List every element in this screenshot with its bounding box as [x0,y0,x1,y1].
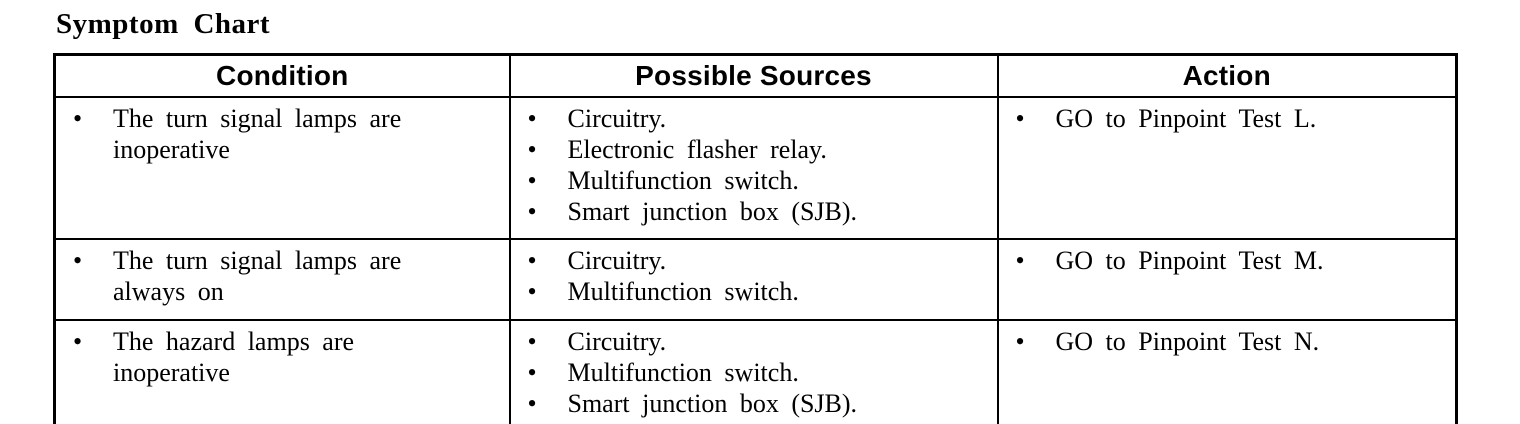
action-text: GO to Pinpoint Test L. [1055,104,1317,133]
bullet-icon: • [527,197,537,226]
header-cell-action: Action [996,53,1458,98]
table-row: • The turn signal lamps are inoperative … [53,96,1458,240]
action-cell: • GO to Pinpoint Test M. [996,238,1458,321]
header-cell-condition: Condition [53,53,511,98]
list-item: • Circuitry. [511,103,993,134]
bullet-icon: • [527,135,537,164]
header-row: Condition Possible Sources Action [53,53,1458,98]
source-text: Multifunction switch. [567,166,799,195]
condition-cell: • The turn signal lamps are inoperative [53,96,511,240]
condition-text: The turn signal lamps are inoperative [113,104,402,164]
action-text: GO to Pinpoint Test N. [1055,327,1320,356]
source-text: Circuitry. [567,104,667,133]
list-item: • The turn signal lamps are inoperative [56,103,505,165]
condition-text: The turn signal lamps are always on [113,246,402,306]
list-item: • Multifunction switch. [511,165,993,196]
list-item: • GO to Pinpoint Test N. [999,326,1452,357]
condition-text: The hazard lamps are inoperative [113,327,355,387]
bullet-icon: • [527,104,537,133]
source-text: Circuitry. [567,246,667,275]
bullet-icon: • [527,389,537,418]
source-text: Smart junction box (SJB). [567,197,858,226]
action-text: GO to Pinpoint Test M. [1055,246,1324,275]
source-text: Multifunction switch. [567,358,799,387]
page-title: Symptom Chart [56,8,271,40]
bullet-icon: • [527,277,537,306]
list-item: • Electronic flasher relay. [511,134,993,165]
source-text: Circuitry. [567,327,667,356]
bullet-icon: • [73,246,83,275]
list-item: • Circuitry. [511,245,993,276]
bullet-icon: • [527,358,537,387]
symptom-chart-table: Condition Possible Sources Action • The … [53,53,1458,424]
header-cell-possible-sources: Possible Sources [508,53,999,98]
action-cell: • GO to Pinpoint Test N. [996,319,1458,424]
list-item: • The hazard lamps are inoperative [56,326,505,388]
table-row: • The hazard lamps are inoperative • Cir… [53,319,1458,424]
bullet-icon: • [1015,327,1025,356]
action-cell: • GO to Pinpoint Test L. [996,96,1458,240]
source-text: Electronic flasher relay. [567,135,827,164]
bullet-icon: • [73,327,83,356]
source-text: Multifunction switch. [567,277,799,306]
table-row: • The turn signal lamps are always on • … [53,238,1458,321]
list-item: • GO to Pinpoint Test M. [999,245,1452,276]
list-item: • Circuitry. [511,326,993,357]
bullet-icon: • [1015,246,1025,275]
bullet-icon: • [73,104,83,133]
sources-cell: • Circuitry. • Electronic flasher relay.… [508,96,999,240]
bullet-icon: • [527,246,537,275]
list-item: • The turn signal lamps are always on [56,245,505,307]
sources-cell: • Circuitry. • Multifunction switch. • S… [508,319,999,424]
list-item: • Smart junction box (SJB). [511,388,993,419]
bullet-icon: • [527,166,537,195]
list-item: • Smart junction box (SJB). [511,196,993,227]
list-item: • GO to Pinpoint Test L. [999,103,1452,134]
sources-cell: • Circuitry. • Multifunction switch. [508,238,999,321]
list-item: • Multifunction switch. [511,276,993,307]
bullet-icon: • [1015,104,1025,133]
condition-cell: • The hazard lamps are inoperative [53,319,511,424]
condition-cell: • The turn signal lamps are always on [53,238,511,321]
list-item: • Multifunction switch. [511,357,993,388]
bullet-icon: • [527,327,537,356]
source-text: Smart junction box (SJB). [567,389,858,418]
